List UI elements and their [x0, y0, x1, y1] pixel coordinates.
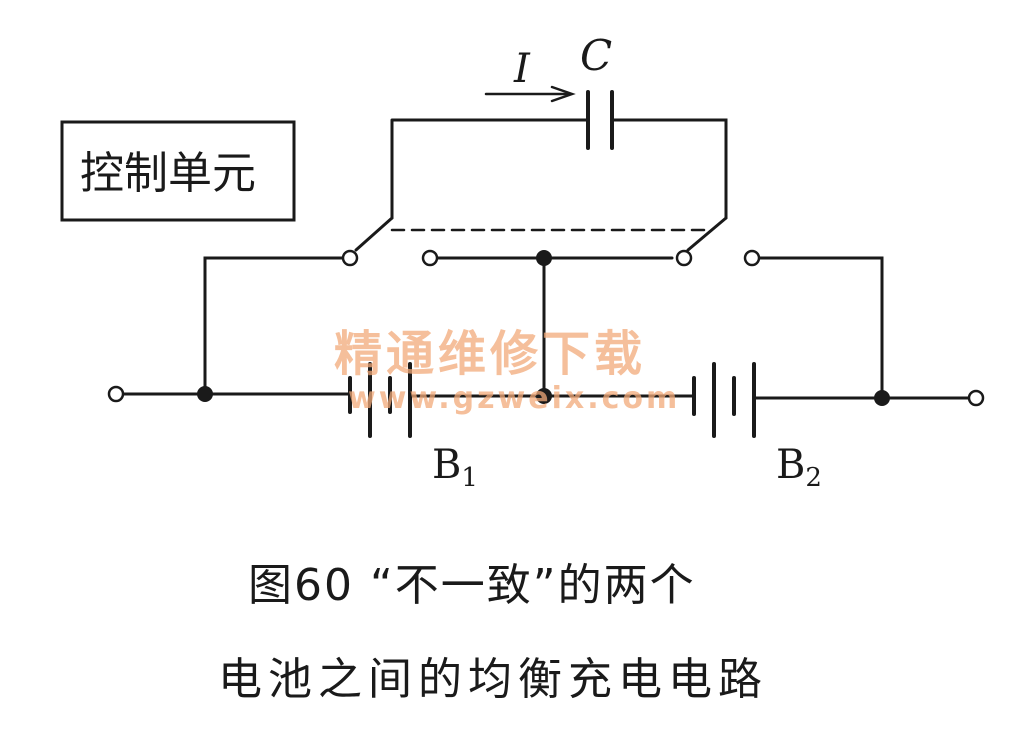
- junction-right: [874, 390, 890, 406]
- capacitor-right-wire: [610, 118, 728, 220]
- watermark-title: 精通维修下载: [334, 326, 646, 382]
- terminal-left: [107, 385, 125, 403]
- contact-left-2: [421, 249, 439, 267]
- caption-line-2: 电池之间的均衡充电电路: [218, 654, 768, 705]
- battery1-label: B1: [432, 442, 478, 493]
- contact-right-1: [675, 249, 693, 267]
- junction-center-top: [536, 250, 552, 266]
- current-label: I: [513, 46, 531, 92]
- right-contact-wire: [756, 256, 884, 400]
- capacitor-label: C: [580, 31, 612, 80]
- battery2-label: B2: [776, 442, 822, 493]
- terminal-right: [967, 389, 985, 407]
- caption-line-1: 图60 “不一致”的两个: [248, 560, 696, 611]
- control-unit-label: 控制单元: [80, 148, 256, 199]
- switch-blade-left: [354, 216, 394, 252]
- control-unit-box: [60, 120, 296, 222]
- contact-right-2: [743, 249, 761, 267]
- current-arrowhead: [550, 85, 576, 103]
- junction-center: [536, 388, 552, 404]
- left-contact-wire: [203, 256, 346, 396]
- junction-left: [197, 386, 213, 402]
- switch-blade-right: [686, 216, 728, 252]
- watermark-url: www.gzweix.com: [348, 381, 680, 416]
- contact-left-1: [341, 249, 359, 267]
- capacitor-left-wire: [390, 118, 590, 220]
